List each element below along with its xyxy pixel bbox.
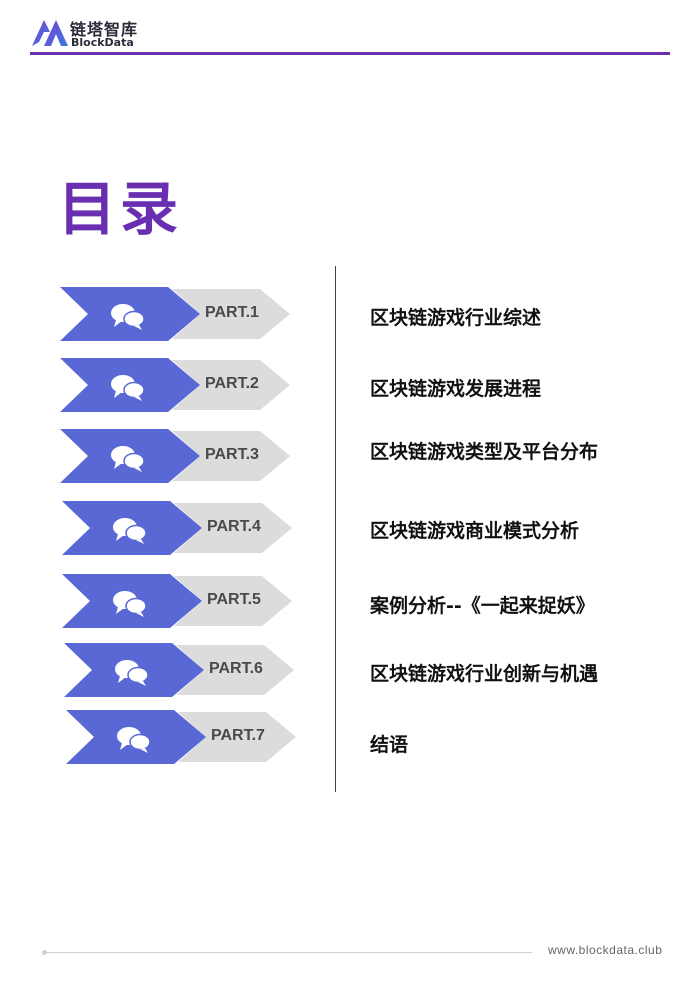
toc-item: PART.1	[60, 287, 300, 343]
chevron-arrow	[60, 358, 290, 412]
toc-item: PART.4	[62, 501, 302, 557]
vertical-divider	[335, 266, 336, 792]
toc-item: PART.2	[60, 358, 300, 414]
chevron-arrow	[62, 574, 292, 628]
chevron-gray	[172, 289, 290, 339]
footer-divider	[42, 952, 532, 953]
chevron-gray	[172, 431, 290, 481]
part-label: PART.6	[209, 660, 263, 677]
page-header: 链塔智库 BlockData	[30, 14, 670, 56]
logo-english-name: BlockData	[71, 36, 134, 49]
part-label: PART.1	[205, 304, 259, 321]
chevron-arrow	[62, 501, 292, 555]
chat-bubbles-icon	[117, 727, 151, 753]
part-label: PART.4	[207, 518, 261, 535]
part-label: PART.2	[205, 375, 259, 392]
chat-bubbles-icon	[111, 304, 145, 330]
toc-entry-title: 区块链游戏类型及平台分布	[370, 441, 599, 463]
page-title: 目录	[58, 175, 183, 243]
toc-entry-title: 案例分析--《一起来捉妖》	[370, 595, 595, 617]
logo-chinese-name: 链塔智库	[70, 20, 139, 39]
toc-item: PART.3	[60, 429, 300, 485]
chat-bubbles-icon	[115, 660, 149, 686]
toc-item: PART.5	[62, 574, 302, 630]
toc-entry-title: 区块链游戏商业模式分析	[370, 520, 580, 542]
chevron-arrow	[64, 643, 294, 697]
part-label: PART.3	[205, 446, 259, 463]
toc-item: PART.7	[66, 710, 306, 766]
chevron-arrow	[60, 429, 290, 483]
chevron-arrow	[60, 287, 290, 341]
toc-entry-title: 区块链游戏行业创新与机遇	[370, 663, 599, 685]
part-label: PART.5	[207, 591, 261, 608]
toc-entry-title: 结语	[370, 734, 409, 756]
blockdata-logo-icon	[32, 20, 68, 46]
chevron-gray	[174, 503, 292, 553]
chevron-gray	[172, 360, 290, 410]
chevron-arrow	[66, 710, 296, 764]
toc-item: PART.6	[64, 643, 304, 699]
chat-bubbles-icon	[111, 446, 145, 472]
part-label: PART.7	[211, 727, 265, 744]
chevron-gray	[176, 645, 294, 695]
toc-entry-title: 区块链游戏行业综述	[370, 307, 542, 329]
chevron-gray	[174, 576, 292, 626]
chat-bubbles-icon	[113, 518, 147, 544]
chat-bubbles-icon	[111, 375, 145, 401]
header-divider	[30, 52, 670, 55]
footer-url: www.blockdata.club	[548, 943, 663, 957]
toc-entry-title: 区块链游戏发展进程	[370, 378, 542, 400]
chevron-gray	[178, 712, 296, 762]
chat-bubbles-icon	[113, 591, 147, 617]
